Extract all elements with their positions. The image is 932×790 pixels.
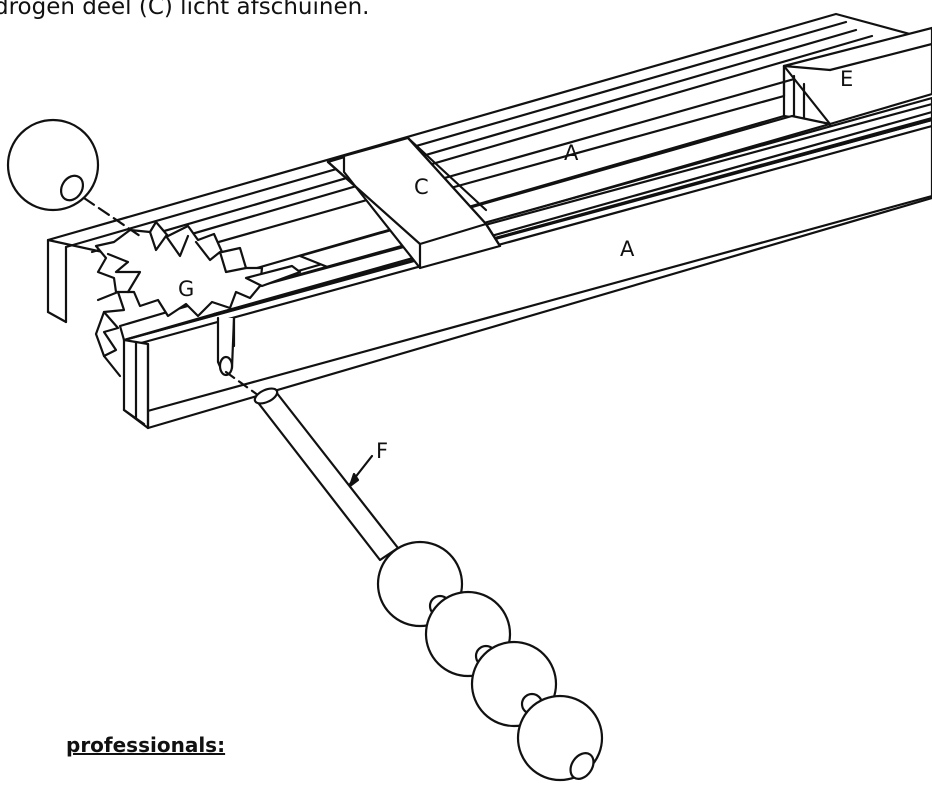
axle-centerline-bottom bbox=[224, 370, 264, 400]
instruction-caption: drogen deel (C) licht afschuinen. bbox=[0, 0, 370, 20]
handle-f bbox=[253, 387, 604, 782]
axle-hole bbox=[218, 355, 234, 377]
label-a-side: A bbox=[620, 237, 635, 261]
axle-centerline-top bbox=[82, 196, 142, 238]
front-rail bbox=[118, 96, 932, 430]
block-c bbox=[326, 136, 502, 270]
leader-f-arrow bbox=[348, 472, 360, 488]
top-knob bbox=[6, 118, 100, 212]
label-c: C bbox=[414, 175, 429, 199]
label-e: E bbox=[840, 67, 853, 91]
gear-g bbox=[94, 220, 302, 378]
label-f: F bbox=[376, 439, 388, 463]
label-a-top: A bbox=[564, 141, 579, 165]
professionals-heading: professionals: bbox=[66, 733, 226, 757]
label-g: G bbox=[178, 277, 194, 301]
